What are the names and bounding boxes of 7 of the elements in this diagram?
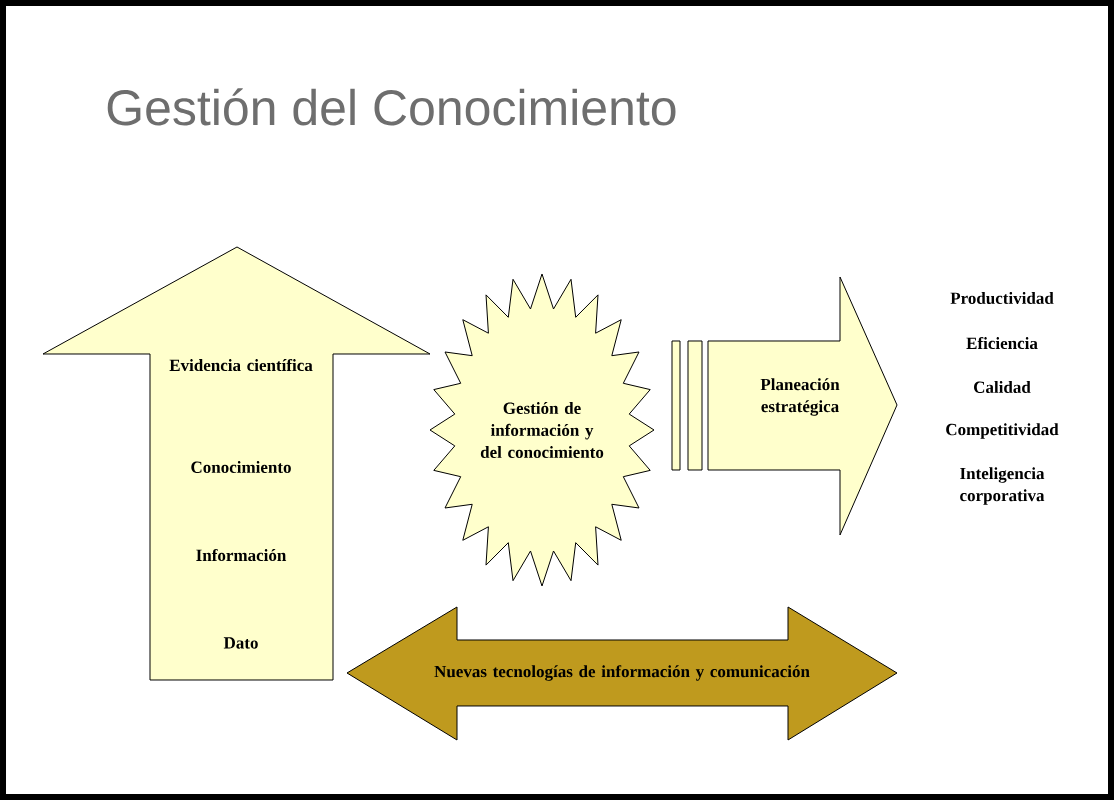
outcome-label: Productividad xyxy=(950,292,1054,304)
title: Gestión del Conocimiento xyxy=(107,88,676,126)
outcome-label: Calidad xyxy=(974,381,1031,393)
outcome-label: Inteligencia corporativa xyxy=(960,467,1045,505)
outcome-label: Competitividad xyxy=(946,423,1059,439)
starburst: Gestión de información y del conocimiento xyxy=(429,273,655,587)
outcome-label: Eficiencia xyxy=(966,336,1038,350)
